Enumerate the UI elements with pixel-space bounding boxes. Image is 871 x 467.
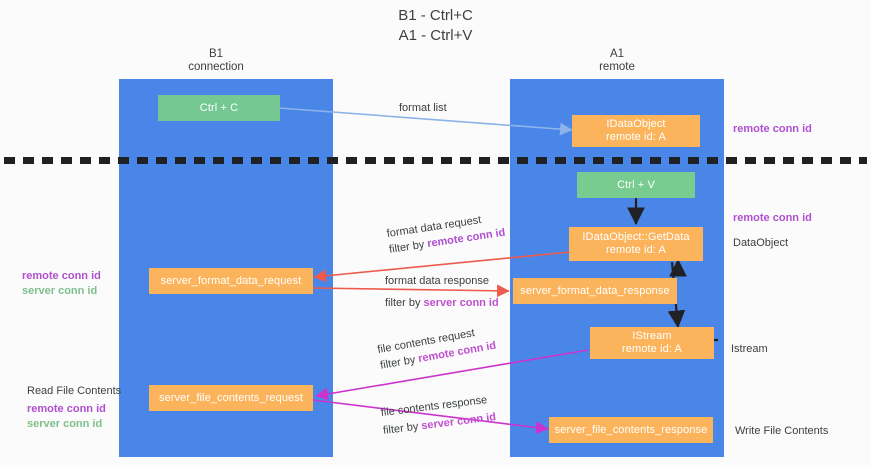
annotation-left-ids-mid: remote conn id server conn id xyxy=(22,269,101,298)
edge-format-data-request xyxy=(313,251,571,283)
node-idataobject-getdata[interactable]: IDataObject::GetData remote id: A xyxy=(569,227,703,261)
lane-header-b1: B1 connection xyxy=(188,48,244,73)
edge-file-contents-response xyxy=(312,399,549,434)
annotation-read-file-contents: Read File Contents xyxy=(27,385,122,397)
annotation-dataobject: DataObject xyxy=(733,237,789,249)
annotation-left-ids-bottom-server: server conn id xyxy=(27,418,103,430)
node-ctrl-v[interactable]: Ctrl + V xyxy=(577,172,695,198)
node-server-format-data-request[interactable]: server_format_data_request xyxy=(149,268,313,294)
annotation-remote-conn-id-top: remote conn id xyxy=(733,123,812,135)
edge-label-format-data-response: format data response filter by server co… xyxy=(385,274,499,310)
annotation-remote-conn-id-mid: remote conn id xyxy=(733,212,812,224)
page-title: B1 - Ctrl+C A1 - Ctrl+V xyxy=(398,7,473,44)
edge-format-data-response xyxy=(311,284,510,298)
edge-label-format-data-response-line1: format data response xyxy=(385,275,489,287)
annotation-left-ids-mid-server: server conn id xyxy=(22,285,98,297)
edge-format-list xyxy=(278,107,573,136)
annotation-left-ids-mid-remote: remote conn id xyxy=(22,270,101,282)
lane-header-a1: A1 remote xyxy=(599,48,635,73)
node-server-file-contents-request[interactable]: server_file_contents_request xyxy=(149,385,313,411)
edge-label-format-data-response-filter-prefix: filter by xyxy=(385,297,424,309)
edge-file-contents-request xyxy=(315,349,589,401)
node-server-file-contents-response[interactable]: server_file_contents_response xyxy=(549,417,713,443)
annotation-left-ids-bottom-remote: remote conn id xyxy=(27,403,106,415)
edge-label-format-data-response-filter-key: server conn id xyxy=(423,297,499,309)
node-idataobject[interactable]: IDataObject remote id: A xyxy=(572,115,700,147)
annotation-istream: Istream xyxy=(731,343,768,355)
annotation-write-file-contents: Write File Contents xyxy=(735,425,829,437)
node-istream[interactable]: IStream remote id: A xyxy=(590,327,714,359)
node-server-format-data-response[interactable]: server_format_data_response xyxy=(513,278,677,304)
edge-label-format-list: format list xyxy=(399,102,447,114)
annotation-left-ids-bottom: remote conn id server conn id xyxy=(27,402,106,431)
node-ctrl-c[interactable]: Ctrl + C xyxy=(158,95,280,121)
